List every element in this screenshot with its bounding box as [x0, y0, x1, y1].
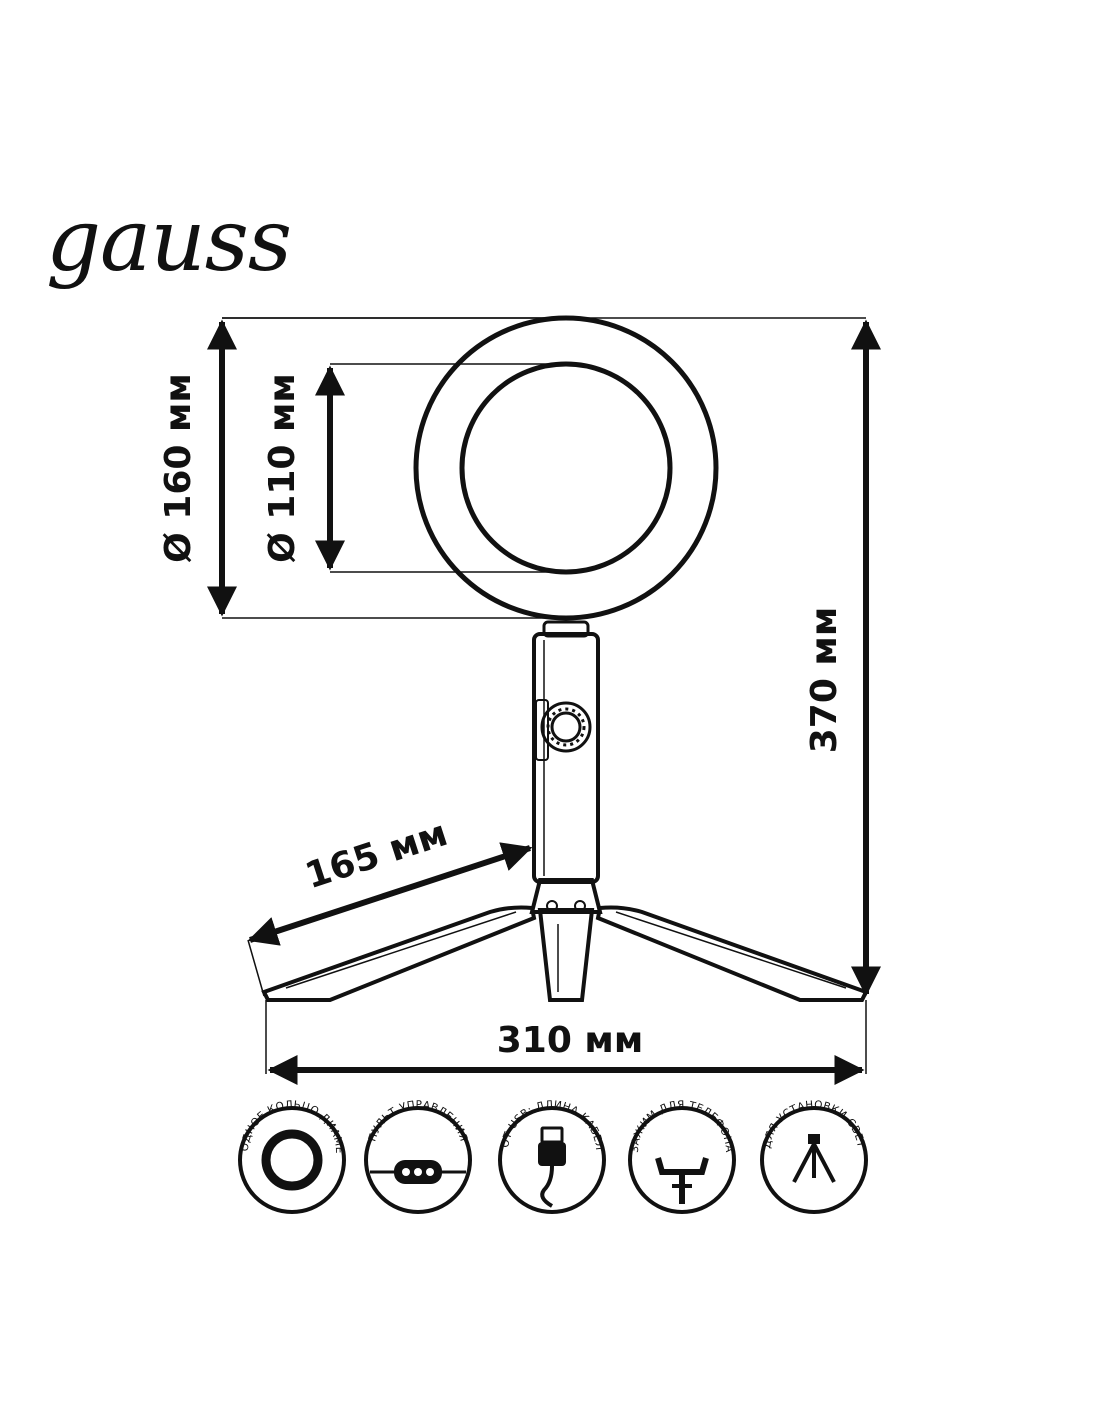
brand-logo: gauss [46, 191, 291, 291]
feature-badge-remote: ПУЛЬТ УПРАВЛЕНИЯ [364, 1099, 472, 1214]
leg-length-dimension: 165 мм [247, 813, 533, 997]
ring-icon [261, 1129, 323, 1191]
total-height-label: 370 мм [804, 607, 845, 754]
ring-lamp [413, 315, 719, 621]
feature-badge-tripod: ТРЕНОГА ДЛЯ УСТАНОВКИ СВЕТИЛЬНИКА [0, 0, 868, 1214]
svg-text:ЗАЖИМ ДЛЯ ТЕЛЕФОНА: ЗАЖИМ ДЛЯ ТЕЛЕФОНА [629, 1099, 735, 1153]
total-height-dimension: 370 мм [222, 317, 881, 997]
svg-text:ТРЕНОГА ДЛЯ УСТАНОВКИ СВЕТИЛЬН: ТРЕНОГА ДЛЯ УСТАНОВКИ СВЕТИЛЬНИКА [0, 0, 866, 1153]
inner-diameter-dimension: Ø 110 мм [262, 363, 566, 573]
outer-diameter-label: Ø 160 мм [158, 373, 199, 563]
leg-length-label: 165 мм [300, 813, 452, 897]
control-button-icon [540, 701, 592, 753]
outer-diameter-dimension: Ø 160 мм [158, 317, 566, 619]
svg-text:ПУЛЬТ УПРАВЛЕНИЯ: ПУЛЬТ УПРАВЛЕНИЯ [366, 1099, 469, 1143]
base-width-label: 310 мм [497, 1020, 644, 1061]
feature-label: ПУЛЬТ УПРАВЛЕНИЯ [366, 1099, 469, 1143]
feature-label: ЗАЖИМ ДЛЯ ТЕЛЕФОНА [629, 1099, 735, 1153]
stand-column [532, 620, 600, 884]
tripod-base [261, 878, 869, 1002]
feature-badge-ring: СВЕТОДИОДНОЕ КОЛЬЦО ДИАМЕТР 16 СМ [0, 0, 346, 1214]
tripod-icon [792, 1134, 836, 1183]
feature-badge-clamp: ЗАЖИМ ДЛЯ ТЕЛЕФОНА [628, 1099, 736, 1214]
base-width-dimension: 310 мм [265, 1000, 867, 1085]
phone-clamp-icon [655, 1157, 709, 1204]
remote-control-icon [370, 1160, 466, 1184]
feature-label: ТРЕНОГА ДЛЯ УСТАНОВКИ СВЕТИЛЬНИКА [0, 0, 866, 1153]
inner-diameter-label: Ø 110 мм [262, 373, 303, 563]
usb-plug-icon [538, 1126, 566, 1208]
feature-badges: СВЕТОДИОДНОЕ КОЛЬЦО ДИАМЕТР 16 СМ ПУЛЬТ … [0, 0, 868, 1214]
ring-inner [459, 361, 673, 575]
